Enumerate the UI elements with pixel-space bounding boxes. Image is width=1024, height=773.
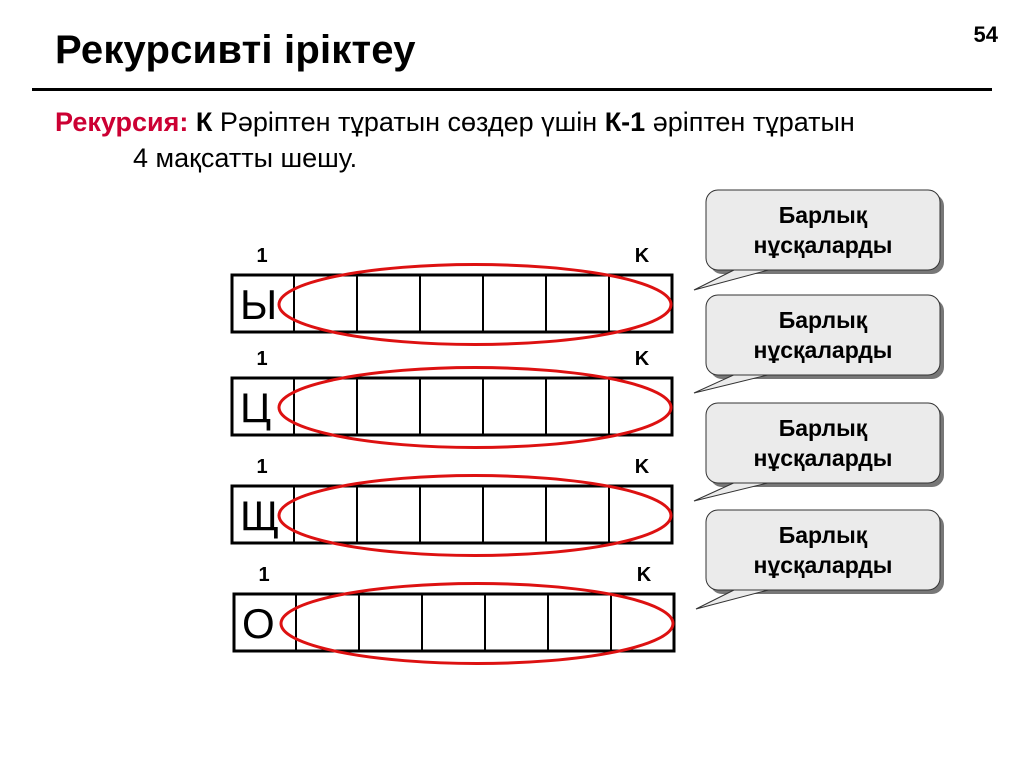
callout-text-line2: нұсқаларды xyxy=(754,552,893,578)
index-label-last: K xyxy=(635,348,650,370)
first-letter: О xyxy=(242,600,275,647)
task-text-part: Рәріптен тұратын сөздер үшін xyxy=(212,107,605,137)
task-text-part: әріптен тұратын xyxy=(645,107,855,137)
callout-box xyxy=(705,294,941,376)
callout-text-line1: Барлық xyxy=(779,307,868,333)
index-label-first: 1 xyxy=(256,245,267,267)
word-row-box xyxy=(230,484,674,545)
k-minus-one: К-1 xyxy=(604,107,646,137)
callout-text-line1: Барлық xyxy=(779,202,868,228)
selection-ellipse xyxy=(277,263,673,346)
callout-box xyxy=(705,402,941,484)
recursion-label: Рекурсия: xyxy=(55,107,189,137)
first-letter: Щ xyxy=(240,492,279,539)
callout-text-line2: нұсқаларды xyxy=(754,232,893,258)
callout-box xyxy=(705,509,941,591)
k-letter: К xyxy=(195,107,213,137)
index-label-first: 1 xyxy=(256,456,267,478)
index-label-last: K xyxy=(635,456,650,478)
callout-text-line2: нұсқаларды xyxy=(754,445,893,471)
callout-text-line1: Барлық xyxy=(779,522,868,548)
index-label-last: K xyxy=(635,245,650,267)
selection-ellipse xyxy=(277,474,673,557)
first-letter: Ц xyxy=(240,384,271,431)
title-divider xyxy=(32,88,992,91)
task-description: Рекурсия: К Рәріптен тұратын сөздер үшін… xyxy=(55,104,1005,176)
callout-pointer xyxy=(693,267,777,291)
selection-ellipse xyxy=(277,366,673,449)
callout-pointer xyxy=(693,372,777,394)
index-label-last: K xyxy=(637,564,652,586)
callout-pointer xyxy=(695,587,777,610)
slide-number: 54 xyxy=(973,22,998,47)
callout-text-line1: Барлық xyxy=(779,415,868,441)
selection-ellipse xyxy=(279,582,675,665)
callout-pointer xyxy=(693,480,777,502)
task-text-line2: 4 мақсатты шешу. xyxy=(133,143,358,173)
index-label-first: 1 xyxy=(258,564,269,586)
slide-title: Рекурсивті іріктеу xyxy=(55,28,416,72)
callout-box xyxy=(705,189,941,271)
callout-text-line2: нұсқаларды xyxy=(754,337,893,363)
first-letter: Ы xyxy=(240,281,277,328)
index-label-first: 1 xyxy=(256,348,267,370)
